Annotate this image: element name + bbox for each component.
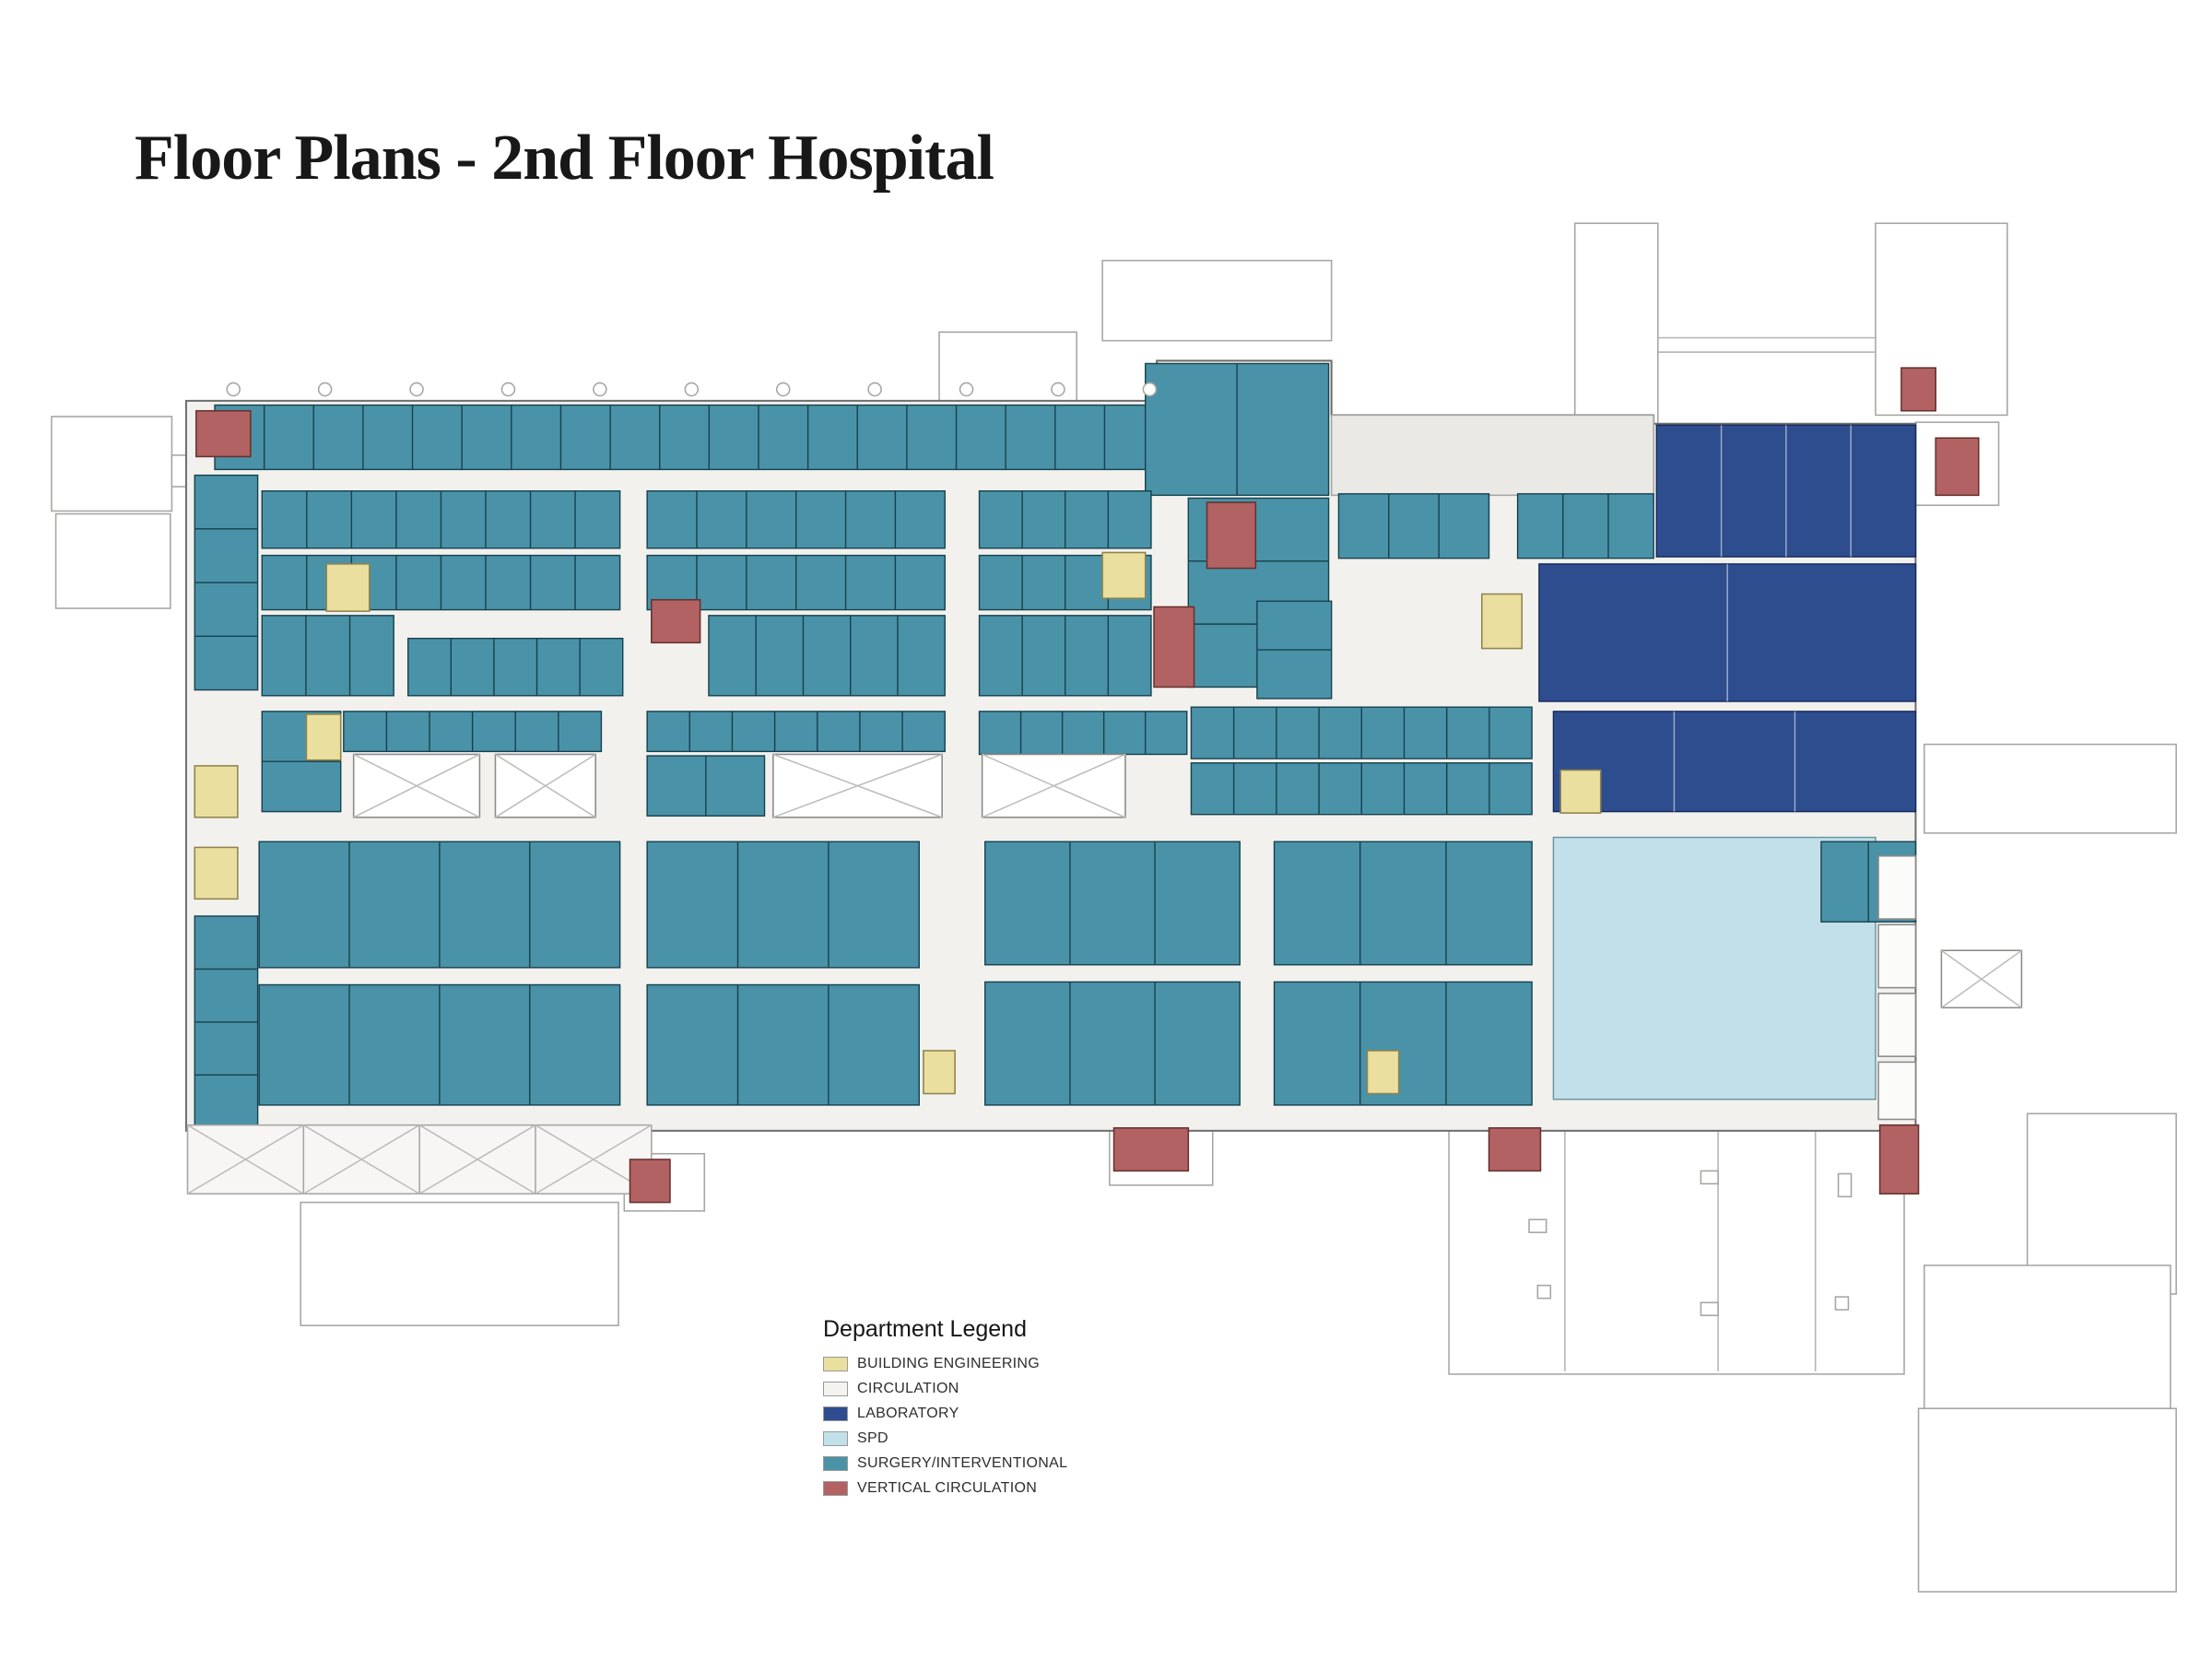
context-building xyxy=(1875,222,2008,417)
white-room xyxy=(1877,993,1917,1057)
building-engineering-room xyxy=(325,563,371,612)
context-building xyxy=(300,1201,619,1326)
column-bubble xyxy=(1142,382,1158,397)
surgery-room xyxy=(407,637,624,697)
context-building xyxy=(1917,1407,2177,1593)
legend-item: SURGERY/INTERVENTIONAL xyxy=(823,1455,1067,1472)
stair-elevator xyxy=(1878,1124,1920,1195)
column-bubble xyxy=(593,382,607,397)
legend-swatch xyxy=(823,1481,848,1496)
column-bubble xyxy=(1051,382,1065,397)
context-building xyxy=(1101,259,1333,342)
atrium-brace xyxy=(982,753,1126,818)
stair-elevator xyxy=(1488,1127,1542,1172)
column-bubble xyxy=(775,382,791,397)
legend-items: BUILDING ENGINEERING CIRCULATION LABORATOR… xyxy=(823,1356,1067,1497)
stair-elevator xyxy=(1153,606,1195,688)
stair-elevator xyxy=(651,598,701,644)
building-engineering-room xyxy=(194,765,239,818)
legend-title: Department Legend xyxy=(823,1316,1027,1342)
department-legend: Department Legend BUILDING ENGINEERING CI… xyxy=(823,1316,1067,1505)
canopy-brace xyxy=(418,1124,536,1194)
surgery-room xyxy=(646,983,920,1106)
column-bubble xyxy=(684,382,700,397)
atrium-brace xyxy=(495,753,596,818)
legend-item-label: CIRCULATION xyxy=(857,1381,959,1396)
context-building xyxy=(54,512,171,609)
surgery-room xyxy=(646,711,946,753)
surgery-room xyxy=(646,841,920,969)
legend-item-label: SPD xyxy=(857,1430,888,1446)
column-bubble xyxy=(867,382,882,397)
white-room xyxy=(1877,924,1917,989)
legend-item: LABORATORY xyxy=(823,1406,1067,1422)
surgery-room xyxy=(214,404,1155,471)
equipment xyxy=(1536,1284,1552,1300)
legend-item-label: VERTICAL CIRCULATION xyxy=(857,1480,1038,1496)
surgery-room xyxy=(1516,493,1654,559)
white-room xyxy=(1877,1061,1917,1121)
legend-item: SPD xyxy=(823,1430,1067,1447)
legend-item: VERTICAL CIRCULATION xyxy=(823,1480,1067,1497)
stair-elevator xyxy=(195,409,252,458)
terrace xyxy=(1330,414,1654,497)
atrium-brace xyxy=(1940,949,2022,1008)
legend-item: BUILDING ENGINEERING xyxy=(823,1356,1067,1372)
laboratory-room xyxy=(1552,711,1917,813)
canopy-brace xyxy=(187,1124,304,1194)
surgery-room xyxy=(984,841,1241,966)
legend-item-label: BUILDING ENGINEERING xyxy=(857,1356,1041,1371)
column-bubble xyxy=(500,382,516,397)
stair-elevator xyxy=(1112,1127,1190,1172)
building-engineering-room xyxy=(194,846,239,900)
building-engineering-room xyxy=(305,713,342,761)
legend-swatch xyxy=(823,1431,848,1446)
canopy-brace xyxy=(302,1124,420,1194)
legend-item-label: SURGERY/INTERVENTIONAL xyxy=(857,1455,1068,1471)
stair-elevator xyxy=(629,1159,671,1204)
context-building xyxy=(1923,743,2177,834)
equipment xyxy=(1700,1170,1719,1185)
canopy-brace xyxy=(535,1124,653,1194)
building-engineering-room xyxy=(1101,551,1147,599)
surgery-room xyxy=(1273,841,1533,966)
context-building xyxy=(2026,1112,2177,1295)
building-engineering-room xyxy=(1480,593,1524,650)
legend-item: CIRCULATION xyxy=(823,1381,1067,1397)
surgery-room xyxy=(708,615,946,697)
building-engineering-room xyxy=(923,1050,956,1095)
column-bubble xyxy=(409,382,424,397)
context-building xyxy=(51,416,173,512)
surgery-room xyxy=(978,711,1188,756)
equipment xyxy=(1837,1172,1853,1198)
column-bubble xyxy=(226,382,241,397)
atrium-brace xyxy=(353,753,480,818)
surgery-room xyxy=(1273,981,1533,1106)
equipment xyxy=(1700,1301,1719,1317)
legend-swatch xyxy=(823,1406,848,1421)
surgery-room xyxy=(1337,493,1490,559)
context-building xyxy=(1923,1265,2171,1409)
legend-swatch xyxy=(823,1382,848,1396)
surgery-room xyxy=(984,981,1241,1106)
white-room xyxy=(1877,854,1917,920)
column-bubble xyxy=(959,382,974,397)
stair-elevator xyxy=(1935,437,1980,497)
equipment xyxy=(1528,1218,1547,1233)
equipment xyxy=(1834,1296,1850,1311)
building-engineering-room xyxy=(1366,1050,1400,1095)
surgery-room xyxy=(261,615,394,697)
building-engineering-room xyxy=(1559,769,1602,814)
legend-item-label: LABORATORY xyxy=(857,1406,959,1421)
column-bubble xyxy=(317,382,333,397)
legend-swatch xyxy=(823,1357,848,1371)
context-building xyxy=(1573,222,1659,425)
atrium-brace xyxy=(772,753,943,818)
stair-elevator xyxy=(1206,501,1257,570)
stair-elevator xyxy=(1900,367,1936,412)
legend-swatch xyxy=(823,1456,848,1471)
page-title: Floor Plans - 2nd Floor Hospital xyxy=(135,123,994,194)
